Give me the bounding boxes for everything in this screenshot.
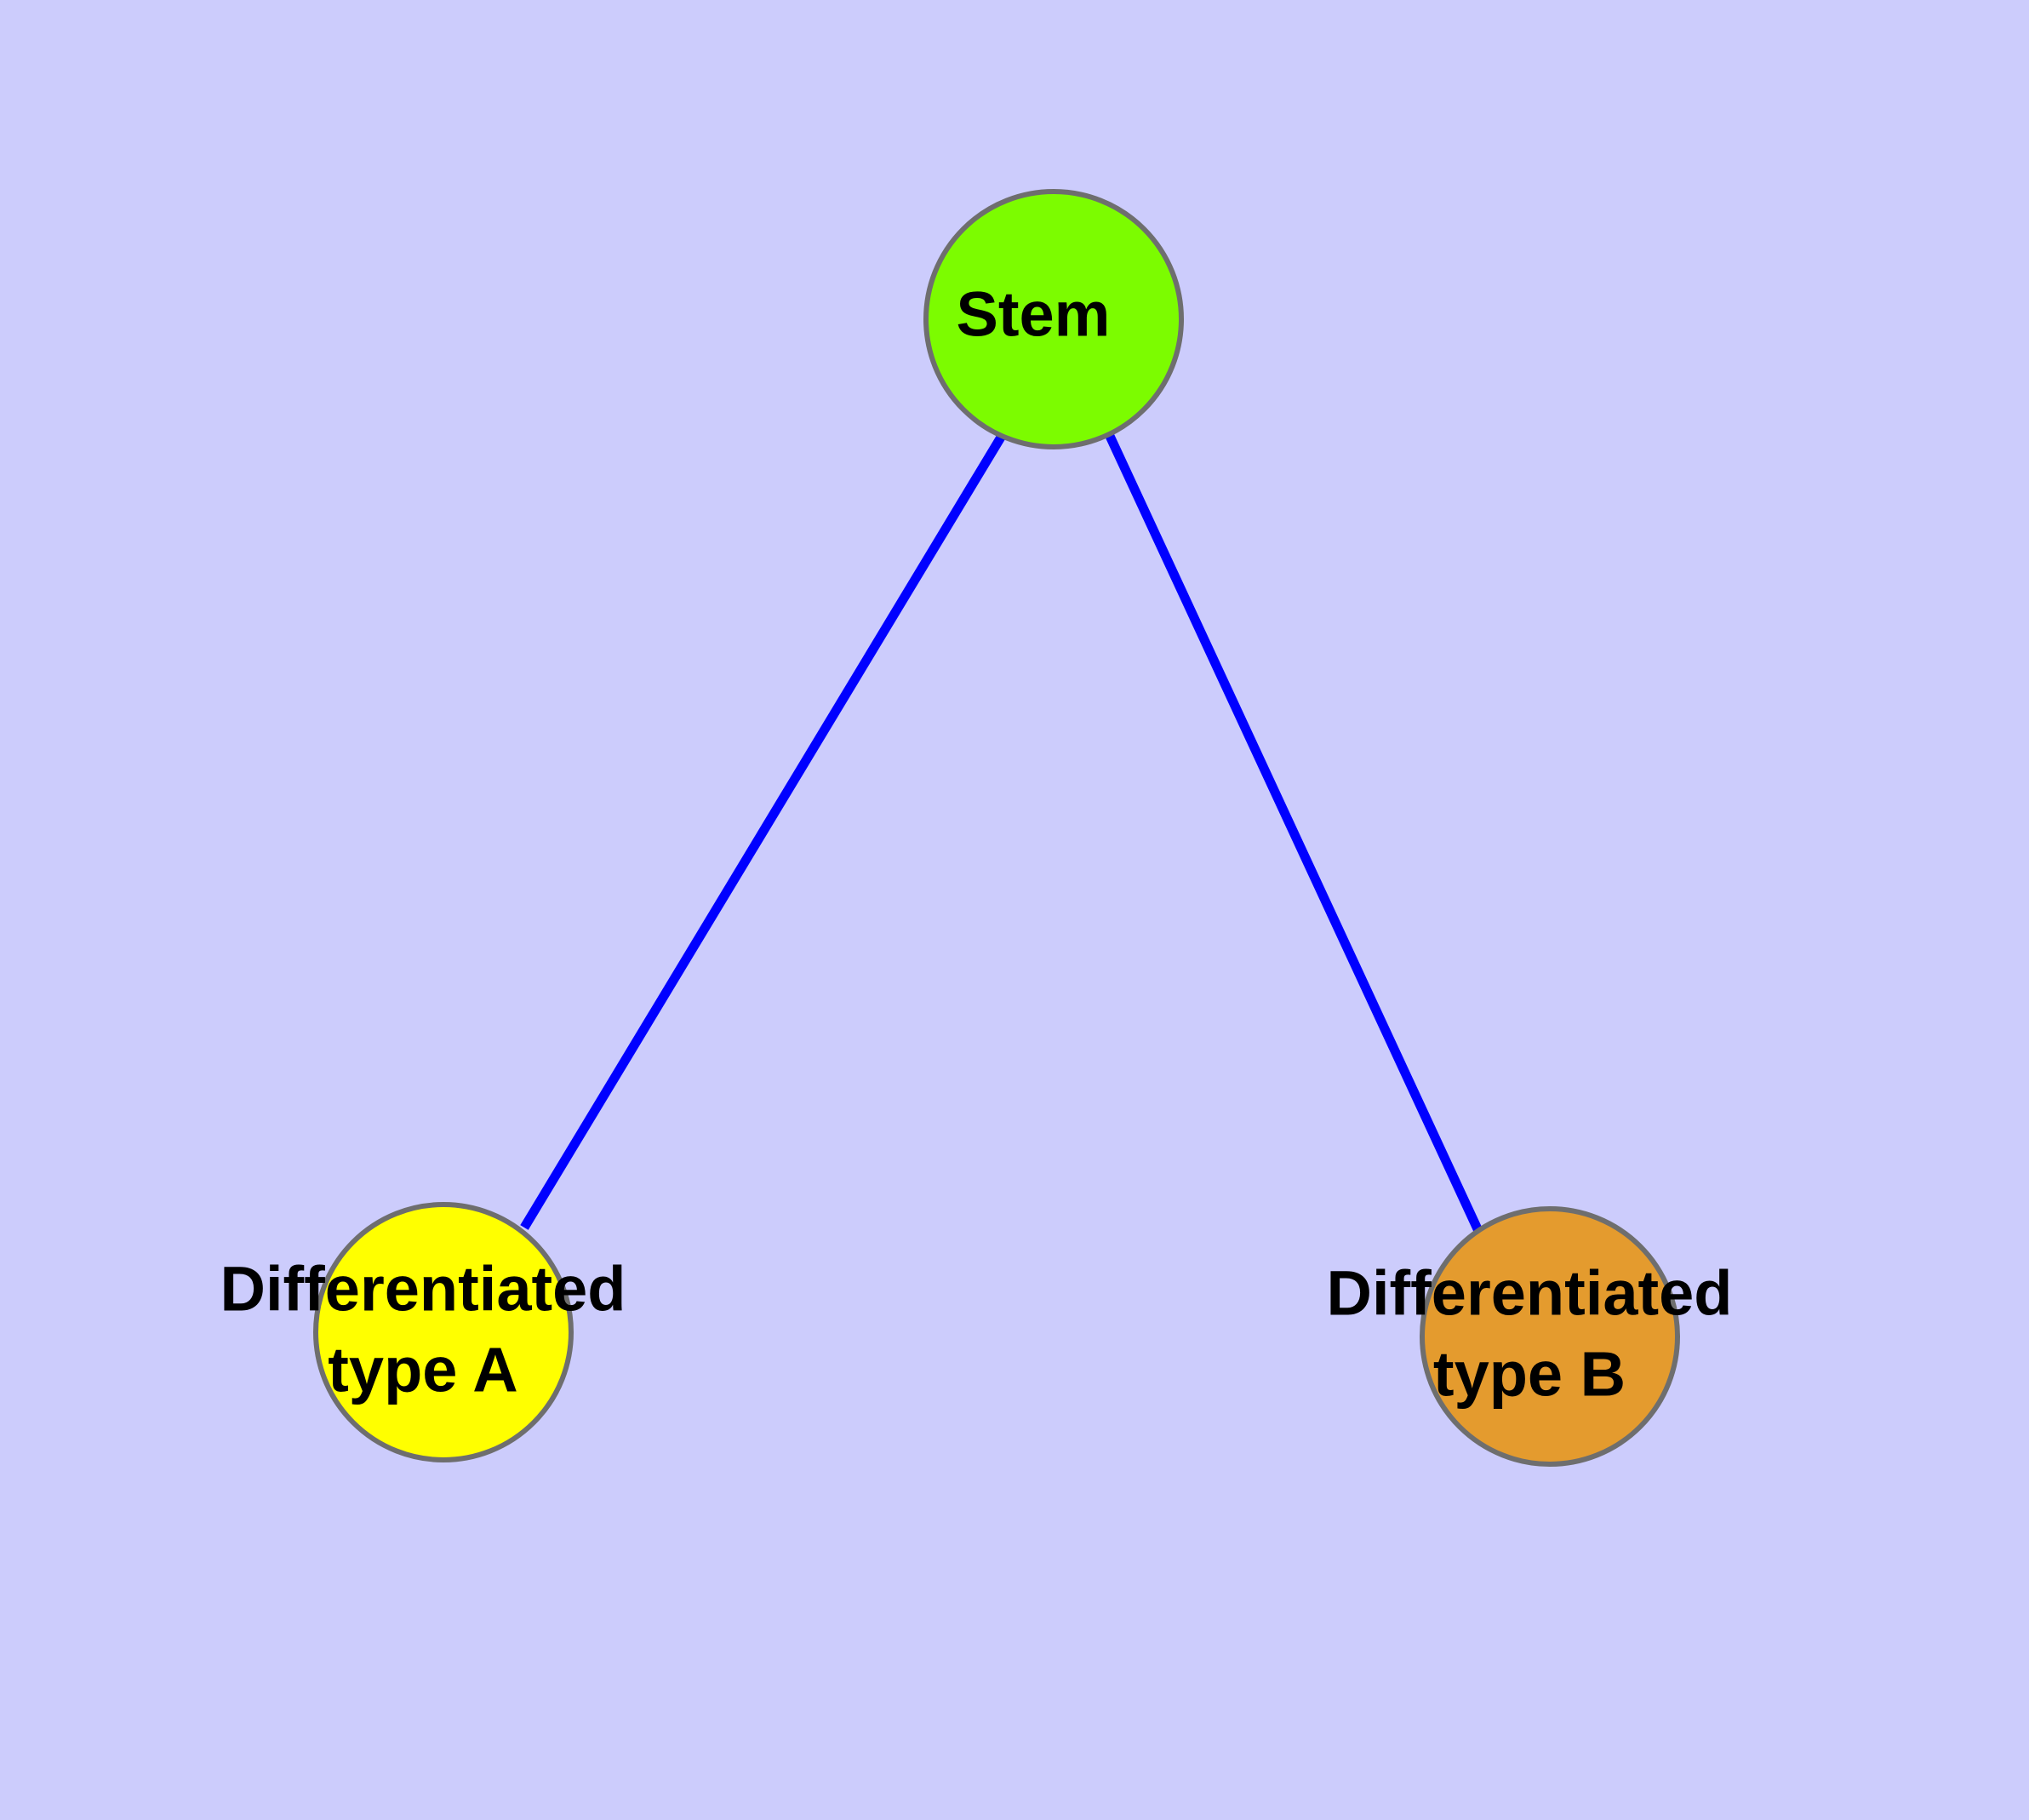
node-diff-a[interactable]: Differentiated type A <box>220 1202 626 1462</box>
node-diff-b-circle[interactable] <box>1420 1206 1680 1467</box>
node-diff-a-label-line1: Differentiated <box>220 1254 626 1325</box>
node-diff-a-circle[interactable] <box>313 1202 574 1462</box>
node-stem-label-line1: Stem <box>957 279 1111 350</box>
node-stem[interactable]: Stem <box>923 189 1184 449</box>
node-stem-circle[interactable] <box>923 189 1184 449</box>
node-diff-b-label-line1: Differentiated <box>1327 1258 1733 1329</box>
node-diff-b-label-line2: type B <box>1433 1339 1626 1410</box>
edge-layer <box>520 432 1483 1235</box>
edge-stem-to-diff-b[interactable] <box>1105 432 1483 1235</box>
node-diff-b[interactable]: Differentiated type B <box>1327 1206 1733 1467</box>
node-diff-a-label-line2: type A <box>328 1335 517 1405</box>
edge-stem-to-diff-a[interactable] <box>520 433 1006 1230</box>
